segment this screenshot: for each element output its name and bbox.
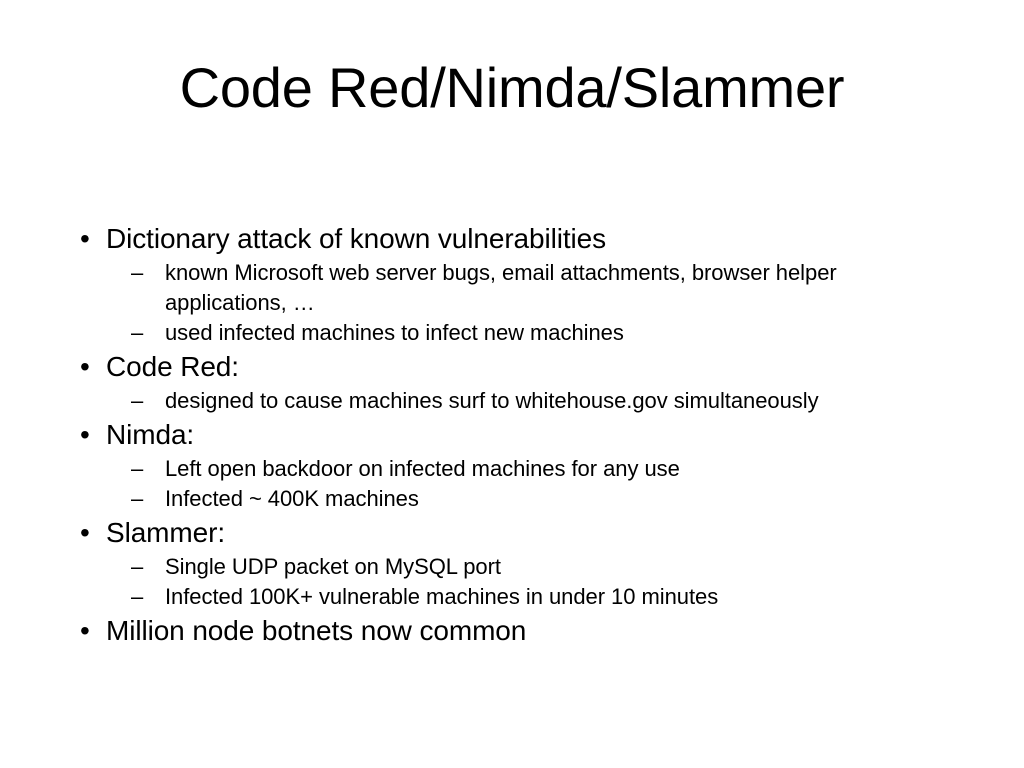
bullet-dot-icon: •	[80, 351, 90, 382]
bullet-dot-icon: •	[80, 517, 90, 548]
list-item: – Infected 100K+ vulnerable machines in …	[72, 582, 962, 612]
bullet-dot-icon: •	[80, 615, 90, 646]
list-item: – Infected ~ 400K machines	[72, 484, 962, 514]
list-item-text: designed to cause machines surf to white…	[165, 388, 819, 413]
list-item-text: Single UDP packet on MySQL port	[165, 554, 501, 579]
list-item: – used infected machines to infect new m…	[72, 318, 962, 348]
list-item: – designed to cause machines surf to whi…	[72, 386, 962, 416]
list-item-text: Million node botnets now common	[106, 615, 527, 646]
list-item-text: Infected 100K+ vulnerable machines in un…	[165, 584, 719, 609]
list-item-text: Left open backdoor on infected machines …	[165, 456, 680, 481]
list-item: • Slammer:	[72, 514, 962, 552]
list-item: • Million node botnets now common	[72, 612, 962, 650]
list-item: – Single UDP packet on MySQL port	[72, 552, 962, 582]
bullet-list: • Dictionary attack of known vulnerabili…	[72, 220, 962, 650]
list-item-text: Code Red:	[106, 351, 239, 382]
list-item: • Dictionary attack of known vulnerabili…	[72, 220, 962, 258]
bullet-dot-icon: •	[80, 419, 90, 450]
bullet-dot-icon: •	[80, 223, 90, 254]
bullet-dash-icon: –	[131, 486, 144, 511]
list-item: – Left open backdoor on infected machine…	[72, 454, 962, 484]
bullet-dash-icon: –	[131, 456, 144, 481]
list-item: • Code Red:	[72, 348, 962, 386]
list-item-text: used infected machines to infect new mac…	[165, 320, 624, 345]
bullet-dash-icon: –	[131, 388, 144, 413]
list-item: – known Microsoft web server bugs, email…	[72, 258, 962, 318]
page-title: Code Red/Nimda/Slammer	[179, 56, 845, 119]
list-item-text: Infected ~ 400K machines	[165, 486, 419, 511]
bullet-dash-icon: –	[131, 554, 144, 579]
bullet-dash-icon: –	[131, 260, 144, 285]
bullet-dash-icon: –	[131, 584, 144, 609]
list-item-text: known Microsoft web server bugs, email a…	[165, 260, 837, 315]
list-item-text: Slammer:	[106, 517, 225, 548]
list-item-text: Nimda:	[106, 419, 195, 450]
list-item-text: Dictionary attack of known vulnerabiliti…	[106, 223, 607, 254]
list-item: • Nimda:	[72, 416, 962, 454]
bullet-dash-icon: –	[131, 320, 144, 345]
